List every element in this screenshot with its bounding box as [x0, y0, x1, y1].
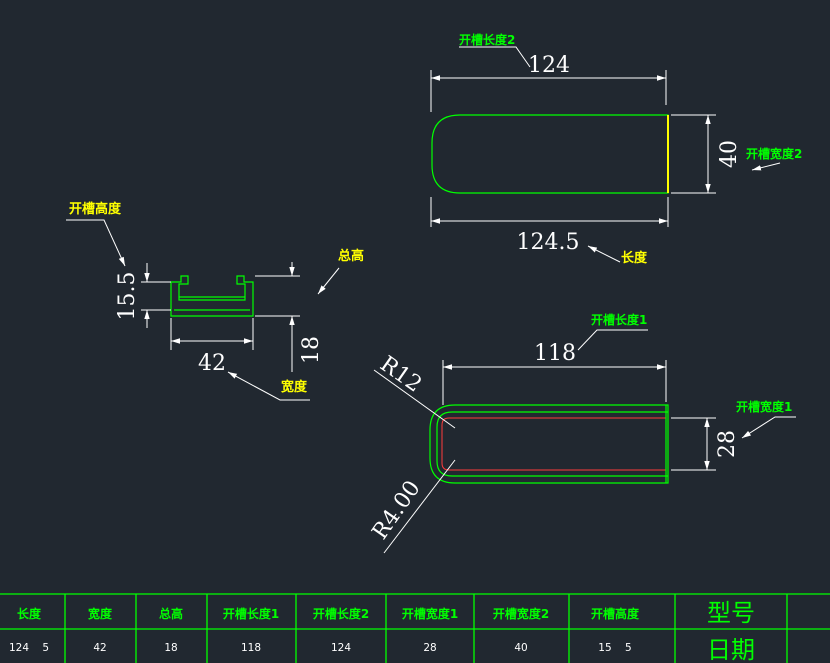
- table-value-cell: 28: [423, 642, 436, 654]
- leader-slot-length-2: [459, 46, 531, 68]
- leader-slot-height: [66, 219, 126, 267]
- dim-text-slot-width-2: 40: [717, 140, 742, 168]
- parameter-table: [0, 593, 830, 663]
- dim-text-slot-width-1: 28: [715, 430, 740, 458]
- dim-text-slot-length-2: 124: [528, 53, 570, 78]
- label-slot-length-1: 开槽长度1: [591, 312, 647, 327]
- label-slot-length-2: 开槽长度2: [459, 32, 515, 47]
- top-view-outline: [431, 114, 669, 194]
- table-date-label: 日期: [707, 636, 755, 663]
- table-value-cell: 15 5: [598, 642, 631, 654]
- table-header-cell: 开槽高度: [591, 606, 640, 621]
- table-header-cell: 开槽长度2: [313, 606, 369, 621]
- leader-length: [587, 245, 621, 263]
- leader-radius-inner: [383, 459, 456, 554]
- dim-text-slot-length-1: 118: [534, 341, 576, 366]
- label-length: 长度: [621, 250, 648, 266]
- leader-radius-outer: [373, 369, 456, 429]
- table-value-cell: 18: [164, 642, 177, 654]
- top-view: 124 开槽长度2 124.5 长度 40 开槽宽度2: [430, 32, 802, 266]
- table-value-cell: 118: [241, 642, 261, 654]
- table-header-cell: 开槽宽度1: [402, 606, 458, 621]
- table-value-cell: 42: [93, 642, 106, 654]
- leader-width: [227, 371, 310, 401]
- dim-text-overall-length: 124.5: [517, 230, 580, 255]
- table-model-label: 型号: [707, 599, 755, 627]
- dim-text-total-height: 18: [299, 336, 324, 364]
- leader-slot-length-1: [577, 329, 648, 351]
- leader-slot-width-2: [751, 162, 781, 171]
- label-slot-width-1: 开槽宽度1: [736, 399, 792, 414]
- bottom-view-inner-outline: [436, 411, 668, 477]
- dim-text-slot-height: 15.5: [115, 272, 140, 321]
- label-slot-width-2: 开槽宽度2: [746, 146, 802, 161]
- label-width: 宽度: [280, 379, 308, 395]
- bottom-view-outline: [429, 404, 669, 484]
- table-header-cell: 宽度: [87, 606, 113, 621]
- leader-total-height: [317, 267, 340, 295]
- label-total-height: 总高: [338, 248, 364, 264]
- profile-outer-outline: [170, 275, 254, 317]
- table-header-cell: 开槽宽度2: [493, 606, 549, 621]
- bottom-view-slot-line: [441, 417, 666, 471]
- leader-slot-width-1: [741, 416, 796, 439]
- table-text: 长度 宽度 总高 开槽长度1 开槽长度2 开槽宽度1 开槽宽度2 开槽高度 12…: [9, 599, 755, 663]
- table-value-cell: 40: [514, 642, 527, 654]
- table-header-cell: 长度: [17, 606, 42, 621]
- table-value-cell: 124 5: [9, 642, 49, 654]
- table-header-cell: 总高: [159, 606, 183, 621]
- profile-view: 15.5 开槽高度 18 总高 42 宽度: [66, 201, 364, 401]
- dim-text-width: 42: [198, 351, 226, 376]
- table-header-cell: 开槽长度1: [223, 606, 279, 621]
- label-slot-height: 开槽高度: [69, 201, 122, 217]
- table-value-cell: 124: [331, 642, 351, 654]
